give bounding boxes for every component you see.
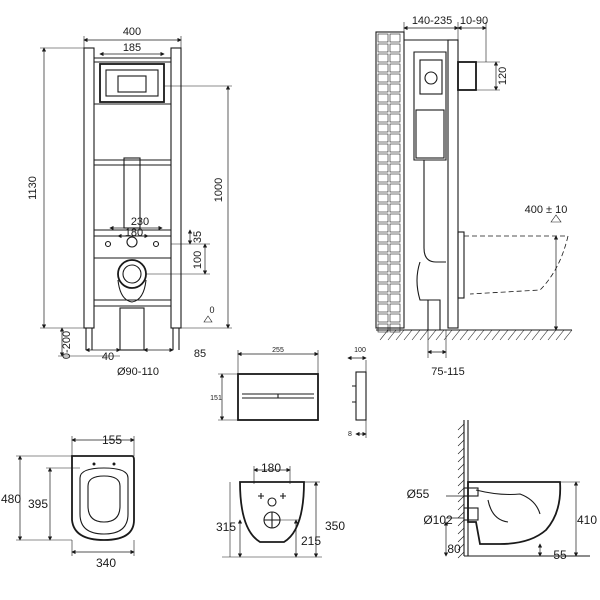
- flush-plate-side: 100 8: [347, 347, 367, 438]
- total-height-label: 1130: [27, 176, 39, 200]
- frame-width-label: 400: [123, 26, 141, 38]
- button-width-label: 185: [123, 42, 141, 54]
- bowl-side-d55-label: Ø55: [407, 487, 430, 501]
- side-depth-label: 140-235: [412, 15, 452, 27]
- bottom-range-label: 75-115: [431, 366, 464, 378]
- offset-180-label: 180: [125, 227, 143, 239]
- bowl-back-h3-label: 215: [301, 534, 321, 548]
- bowl-back-view: 180 315 350 215: [216, 461, 345, 558]
- bowl-width-label: 340: [96, 556, 116, 570]
- side-depth-b-label: 10-90: [460, 15, 488, 27]
- bowl-height-label: 400 ± 10: [525, 204, 568, 216]
- bowl-side-d102-label: Ø102: [423, 513, 453, 527]
- dim-100-label: 100: [192, 251, 204, 269]
- bowl-top-view: 155 480 395 340: [1, 433, 135, 570]
- dim-120-label: 120: [497, 67, 509, 85]
- bowl-back-h1-label: 315: [216, 520, 236, 534]
- plate-width-label: 255: [272, 347, 284, 354]
- bowl-back-spacing-label: 180: [261, 461, 281, 475]
- frame-front-view: 400 185 1130 1000 230 180 35 100 0-200 4…: [27, 26, 232, 378]
- drain-diameter-label: Ø90-110: [117, 366, 159, 378]
- plate-depth-label: 100: [354, 347, 366, 354]
- bowl-top-width-label: 155: [102, 433, 122, 447]
- frame-side-view: 140-235 10-90 120 400 ± 10 75-115: [375, 15, 573, 378]
- flush-plate-front: 255 151: [210, 347, 319, 421]
- inner-height-label: 1000: [213, 178, 225, 202]
- bowl-side-55-label: 55: [553, 548, 567, 562]
- bowl-side-80-label: 80: [447, 542, 461, 556]
- offset-230-label: 230: [131, 216, 149, 228]
- bowl-side-height-label: 410: [577, 513, 597, 527]
- wall-hatch: [457, 423, 465, 559]
- bowl-back-h2-label: 350: [325, 519, 345, 533]
- brick-wall: [377, 33, 401, 333]
- bowl-length-label: 480: [1, 492, 21, 506]
- plate-height-label: 151: [210, 395, 222, 402]
- floor-hatch: [379, 329, 573, 341]
- dim-35-label: 35: [192, 231, 204, 243]
- dim-40-label: 40: [102, 351, 114, 363]
- plate-thickness-label: 8: [348, 431, 352, 438]
- zero-level-label: 0: [209, 305, 214, 315]
- dim-85-label: 85: [194, 348, 206, 360]
- bowl-side-view: Ø55 Ø102 410 80 55: [407, 420, 597, 562]
- leg-range-label: 0-200: [61, 331, 73, 359]
- bowl-inner-label: 395: [28, 497, 48, 511]
